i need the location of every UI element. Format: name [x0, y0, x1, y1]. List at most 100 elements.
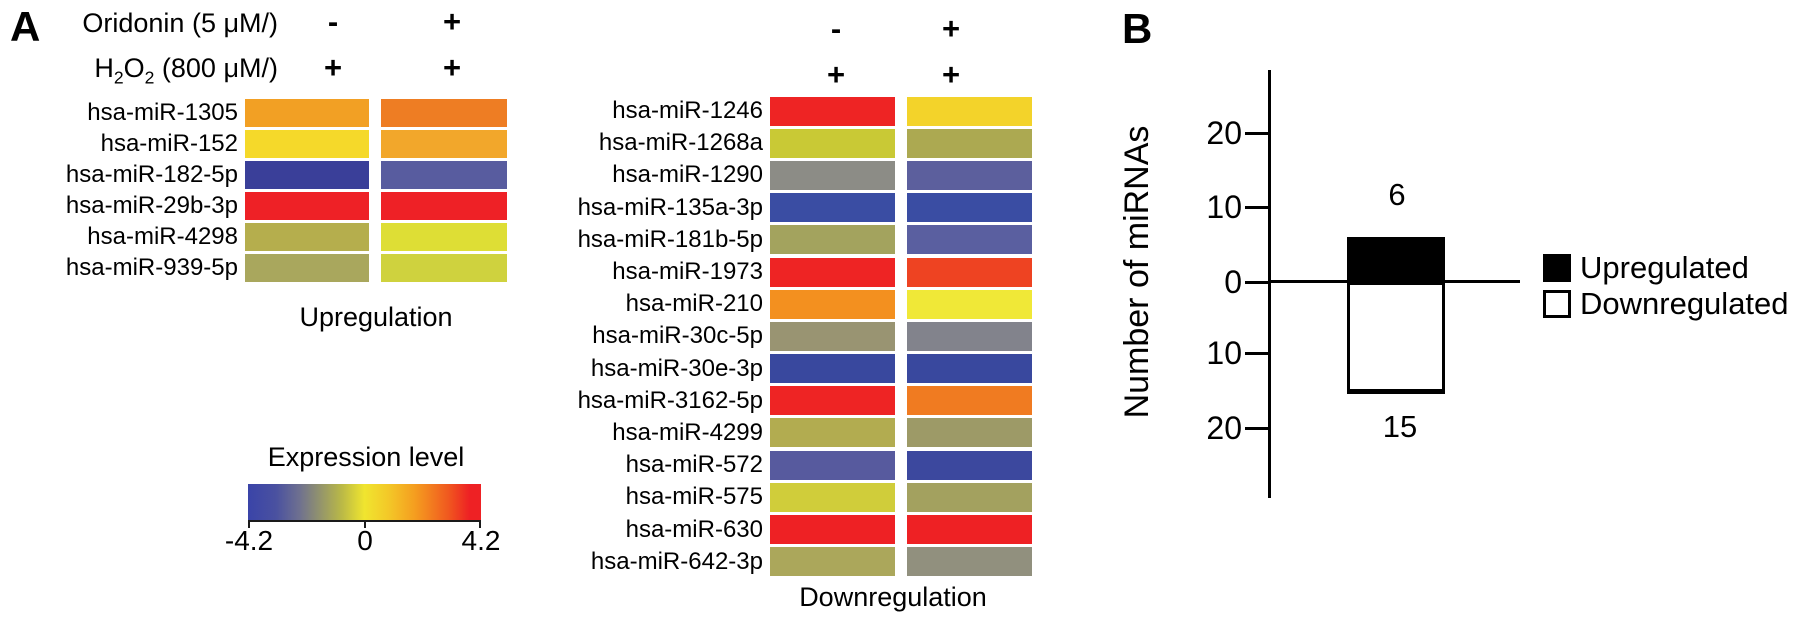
heatmap-cell — [381, 222, 507, 251]
h2o2-subscript: 2 — [144, 67, 155, 88]
condition-sign: - — [830, 11, 842, 46]
heatmap-cell — [770, 225, 895, 255]
heatmap-row: hsa-miR-1290 — [480, 159, 1032, 191]
heatmap-row: hsa-miR-181b-5p — [480, 224, 1032, 256]
heatmap-cell — [907, 96, 1032, 126]
mirna-label: hsa-miR-575 — [625, 483, 763, 511]
heatmap-cell — [770, 386, 895, 416]
heatmap-cell — [770, 354, 895, 384]
upregulated-bar — [1347, 237, 1445, 282]
heatmap-cell — [907, 450, 1032, 480]
upregulation-title: Upregulation — [299, 302, 453, 332]
legend-swatch — [1543, 254, 1571, 282]
h2o2-text: O — [123, 53, 145, 83]
heatmap-cell — [907, 547, 1032, 577]
heatmap-cell — [770, 289, 895, 319]
heatmap-cell — [770, 418, 895, 448]
heatmap-row: hsa-miR-642-3p — [480, 546, 1032, 578]
heatmap-row: hsa-miR-1305 — [30, 97, 507, 128]
heatmap-row: hsa-miR-572 — [480, 449, 1032, 481]
panel-a-label: A — [10, 3, 41, 50]
heatmap-cell — [381, 98, 507, 127]
legend-entry: Downregulated — [1543, 287, 1789, 321]
expression-colorbar — [248, 484, 481, 528]
heatmap-cell — [907, 386, 1032, 416]
colorbar-tick-min — [248, 520, 250, 528]
mirna-label: hsa-miR-135a-3p — [577, 193, 763, 221]
downregulated-bar — [1347, 282, 1445, 394]
heatmap-cell — [245, 222, 369, 251]
upregulated-count-label: 6 — [1388, 177, 1406, 212]
y-tick-label: 10 — [1206, 189, 1242, 225]
heatmap-row: hsa-miR-30c-5p — [480, 320, 1032, 352]
y-tick-mark — [1245, 205, 1268, 209]
colorbar-max-label: 4.2 — [461, 525, 501, 556]
y-tick-mark — [1245, 131, 1268, 135]
mirna-label: hsa-miR-152 — [100, 129, 238, 157]
condition-sign: + — [442, 50, 462, 85]
h2o2-text: H — [94, 53, 114, 83]
heatmap-cell — [907, 225, 1032, 255]
heatmap-cell — [245, 160, 369, 189]
downregulation-title: Downregulation — [799, 582, 987, 612]
mirna-label: hsa-miR-30e-3p — [590, 354, 763, 382]
colorbar-tick-max — [479, 520, 481, 528]
y-axis-title: Number of miRNAs — [1118, 125, 1156, 419]
heatmap-cell — [907, 160, 1032, 190]
heatmap-cell — [770, 160, 895, 190]
mirna-label: hsa-miR-1268a — [598, 129, 763, 157]
heatmap-row: hsa-miR-135a-3p — [480, 192, 1032, 224]
heatmap-row: hsa-miR-182-5p — [30, 159, 507, 190]
legend-label: Upregulated — [1580, 250, 1749, 285]
mirna-label: hsa-miR-1290 — [612, 161, 763, 189]
heatmap-cell — [245, 129, 369, 158]
heatmap-cell — [907, 354, 1032, 384]
condition-sign: + — [826, 57, 846, 92]
legend-swatch — [1543, 290, 1571, 318]
y-tick-mark — [1245, 426, 1268, 430]
heatmap-row: hsa-miR-630 — [480, 513, 1032, 545]
mirna-label: hsa-miR-630 — [625, 515, 763, 543]
heatmap-row: hsa-miR-4299 — [480, 417, 1032, 449]
y-tick-mark — [1245, 280, 1268, 284]
heatmap-cell — [770, 321, 895, 351]
heatmap-row: hsa-miR-210 — [480, 288, 1032, 320]
heatmap-cell — [907, 515, 1032, 545]
y-axis-line — [1268, 70, 1271, 498]
h2o2-subscript: 2 — [113, 67, 124, 88]
condition-sign: - — [327, 4, 339, 39]
heatmap-cell — [245, 191, 369, 220]
h2o2-text: (800 μM/) — [154, 53, 278, 83]
mirna-label: hsa-miR-4298 — [87, 222, 238, 250]
panel-b-label: B — [1122, 5, 1153, 52]
heatmap-cell — [907, 128, 1032, 158]
mirna-label: hsa-miR-642-3p — [590, 547, 763, 575]
upregulation-heatmap: hsa-miR-1305 hsa-miR-152 hsa-miR-182-5p hsa… — [30, 97, 507, 283]
heatmap-cell — [770, 450, 895, 480]
mirna-label: hsa-miR-29b-3p — [65, 191, 238, 219]
condition-sign: + — [941, 11, 961, 46]
mirna-label: hsa-miR-30c-5p — [592, 322, 763, 350]
heatmap-row: hsa-miR-1973 — [480, 256, 1032, 288]
heatmap-row: hsa-miR-3162-5p — [480, 385, 1032, 417]
downregulated-count-label: 15 — [1382, 409, 1418, 444]
mirna-label: hsa-miR-572 — [625, 451, 763, 479]
mirna-label: hsa-miR-182-5p — [65, 160, 238, 188]
heatmap-cell — [770, 96, 895, 126]
colorbar-tick-zero — [363, 520, 366, 528]
h2o2-condition-label: H2O2 (800 μM/) — [30, 53, 278, 92]
heatmap-cell — [381, 191, 507, 220]
heatmap-cell — [770, 193, 895, 223]
condition-sign: + — [442, 4, 462, 39]
y-tick-label: 10 — [1206, 335, 1242, 371]
heatmap-cell — [770, 515, 895, 545]
colorbar-zero-label: 0 — [357, 525, 373, 556]
heatmap-cell — [770, 128, 895, 158]
legend-entry: Upregulated — [1543, 251, 1749, 285]
heatmap-cell — [770, 257, 895, 287]
mirna-label: hsa-miR-1305 — [87, 98, 238, 126]
heatmap-row: hsa-miR-939-5p — [30, 252, 507, 283]
heatmap-cell — [907, 193, 1032, 223]
